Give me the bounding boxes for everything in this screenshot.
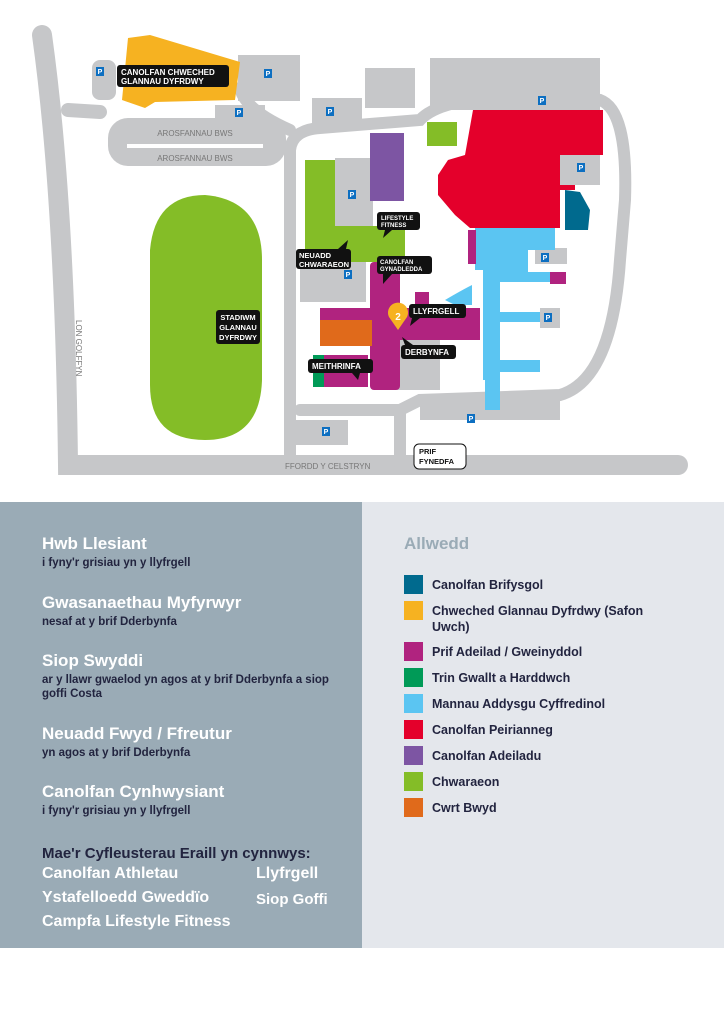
key-item: Chwaraeon [404, 772, 652, 791]
svg-text:GYNADLEDDA: GYNADLEDDA [380, 267, 423, 273]
other-facilities-title: Mae'r Cyfleusterau Eraill yn cynnwys: [42, 845, 311, 862]
main-entrance-label: PRIF [419, 447, 437, 456]
stadium-label: STADIWM [220, 313, 255, 322]
svg-text:P: P [328, 109, 333, 116]
bus-stops-label: AROSFANNAU BWS [157, 154, 233, 163]
svg-text:GLANNAU DYFRDWY: GLANNAU DYFRDWY [121, 77, 204, 86]
construction-centre [370, 133, 404, 201]
service-item: Canolfan Cynhwysiant i fyny'r grisiau yn… [42, 782, 224, 818]
color-swatch [404, 642, 423, 661]
map-labels: CANOLFAN CHWECHED GLANNAU DYFRDWY STADIW… [74, 65, 467, 471]
color-swatch [404, 720, 423, 739]
stadium [150, 195, 262, 440]
svg-text:P: P [237, 110, 242, 117]
svg-text:P: P [98, 69, 103, 76]
parking-icons: P P P P P P P P P P P P [96, 67, 585, 436]
service-item: Siop Swyddi ar y llawr gwaelod yn agos a… [42, 651, 352, 701]
service-desc: yn agos at y brif Dderbynfa [42, 747, 191, 759]
key-label: Chweched Glannau Dyfrdwy (Safon Uwch) [432, 604, 644, 634]
service-desc: i fyny'r grisiau yn y llyfrgell [42, 557, 191, 569]
color-swatch [404, 746, 423, 765]
engineering-centre [438, 110, 603, 228]
key-title: Allwedd [404, 534, 470, 553]
facility-item: Siop Goffi [256, 891, 328, 908]
sports-hall-label: NEUADD [299, 251, 332, 260]
key-item: Mannau Addysgu Cyffredinol [404, 694, 652, 713]
color-swatch [404, 798, 423, 817]
service-item: Gwasanaethau Myfyrwyr nesaf at y brif Dd… [42, 593, 241, 629]
service-item: Neuadd Fwyd / Ffreutur yn agos at y brif… [42, 724, 232, 760]
bus-stops-label: AROSFANNAU BWS [157, 129, 233, 138]
svg-text:P: P [543, 255, 548, 262]
service-title: Neuadd Fwyd / Ffreutur [42, 724, 232, 743]
svg-text:P: P [469, 416, 474, 423]
lifestyle-fitness-label: LIFESTYLE [381, 216, 413, 222]
bus-station [108, 118, 286, 166]
svg-text:P: P [579, 165, 584, 172]
color-swatch [404, 601, 423, 620]
campus-map: AROSFANNAU BWS AROSFANNAU BWS P [32, 25, 688, 475]
service-title: Gwasanaethau Myfyrwyr [42, 593, 242, 612]
sixth-form-label: CANOLFAN CHWECHED [121, 68, 215, 77]
svg-text:DYFRDWY: DYFRDWY [219, 333, 257, 342]
food-court [320, 320, 372, 346]
key-item: Prif Adeilad / Gweinyddol [404, 642, 652, 661]
sports-building [305, 160, 335, 262]
facility-item: Canolfan Athletau [42, 865, 179, 882]
service-desc: i fyny'r grisiau yn y llyfrgell [42, 805, 191, 817]
service-desc: nesaf at y brif Dderbynfa [42, 616, 177, 628]
service-title: Siop Swyddi [42, 651, 144, 670]
svg-text:P: P [540, 98, 545, 105]
key-label: Canolfan Peirianneg [432, 723, 553, 737]
conference-centre-label: CANOLFAN [380, 260, 413, 266]
teaching-spaces [475, 228, 560, 410]
key-label: Prif Adeilad / Gweinyddol [432, 645, 583, 659]
key-label: Canolfan Adeiladu [432, 749, 542, 763]
facility-item: Campfa Lifestyle Fitness [42, 913, 231, 930]
key-label: Cwrt Bwyd [432, 801, 497, 815]
key-label: Chwaraeon [432, 775, 500, 789]
road-label-west: LON GOLFFYN [74, 320, 83, 377]
svg-text:CHWARAEON: CHWARAEON [299, 260, 349, 269]
road-label-south: FFORDD Y CELSTRYN [285, 462, 371, 471]
facility-item: Ystafelloedd Gweddïo [42, 889, 210, 906]
nursery-label: MEITHRINFA [312, 362, 361, 371]
service-title: Canolfan Cynhwysiant [42, 782, 225, 801]
university-centre [565, 190, 590, 230]
service-desc: ar y llawr gwaelod yn agos at y brif Dde… [42, 674, 329, 700]
key-item: Canolfan Adeiladu [404, 746, 652, 765]
color-swatch [404, 772, 423, 791]
color-swatch [404, 694, 423, 713]
key-label: Trin Gwallt a Harddwch [432, 671, 571, 685]
library-label: LLYFRGELL [413, 307, 459, 316]
svg-text:FITNESS: FITNESS [381, 223, 406, 229]
service-item: Hwb Llesiant i fyny'r grisiau yn y llyfr… [42, 534, 190, 570]
color-swatch [404, 575, 423, 594]
map-key-panel: Allwedd Canolfan Brifysgol Chweched Glan… [362, 502, 724, 948]
service-title: Hwb Llesiant [42, 534, 147, 553]
pin-number: 2 [395, 312, 401, 323]
key-item: Canolfan Peirianneg [404, 720, 652, 739]
svg-text:FYNEDFA: FYNEDFA [419, 457, 455, 466]
svg-text:P: P [546, 315, 551, 322]
key-item: Cwrt Bwyd [404, 798, 652, 817]
key-label: Mannau Addysgu Cyffredinol [432, 697, 606, 711]
svg-text:GLANNAU: GLANNAU [219, 323, 257, 332]
facility-item: Llyfrgell [256, 865, 319, 882]
sports-pitch-small [427, 122, 457, 146]
svg-text:P: P [346, 272, 351, 279]
parking-lots [92, 55, 600, 445]
svg-text:P: P [350, 192, 355, 199]
svg-text:P: P [266, 71, 271, 78]
color-swatch [404, 668, 423, 687]
key-item: Trin Gwallt a Harddwch [404, 668, 652, 687]
reception-label: DERBYNFA [405, 348, 449, 357]
key-item: Canolfan Brifysgol [404, 575, 652, 594]
svg-text:P: P [324, 429, 329, 436]
key-item: Chweched Glannau Dyfrdwy (Safon Uwch) [404, 601, 652, 635]
location-pin-icon [388, 302, 408, 330]
key-label: Canolfan Brifysgol [432, 578, 544, 592]
services-panel: Hwb Llesiant i fyny'r grisiau yn y llyfr… [0, 502, 362, 948]
